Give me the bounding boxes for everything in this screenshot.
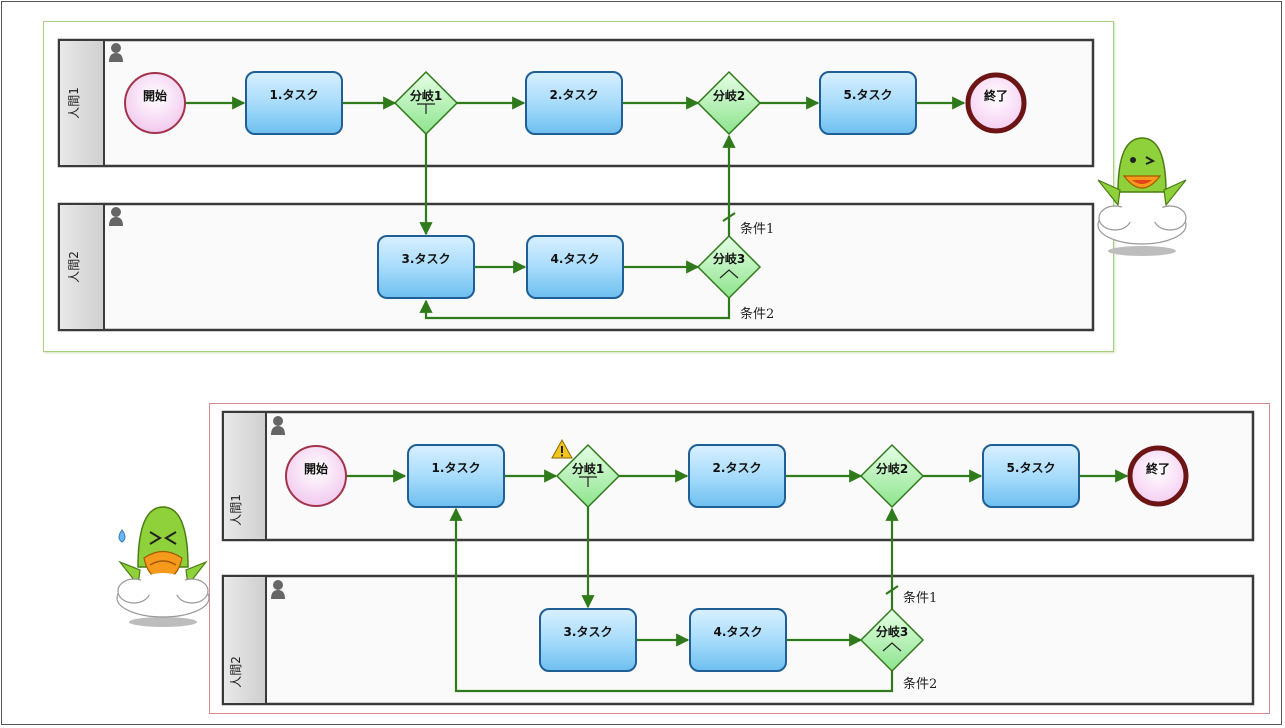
sequence-flows xyxy=(186,96,966,320)
task-1[interactable]: 1.タスク xyxy=(407,444,505,508)
task-5[interactable]: 5.タスク xyxy=(819,71,917,135)
task-label: 1.タスク xyxy=(270,88,319,102)
end-event[interactable]: 終了 xyxy=(965,72,1027,134)
gateway-label: 分岐3 xyxy=(713,251,745,266)
task-label: 4.タスク xyxy=(551,252,600,266)
lane-label: 人間1 xyxy=(229,494,243,526)
top-diagram: 人間1 人間2 開始 xyxy=(57,38,1095,332)
task-2[interactable]: 2.タスク xyxy=(525,71,623,135)
bottom-diagram: 人間1 人間2 開始 終了 xyxy=(221,410,1255,706)
task-4[interactable]: 4.タスク xyxy=(526,235,624,299)
task-label: 1.タスク xyxy=(432,461,481,475)
task-5[interactable]: 5.タスク xyxy=(982,444,1080,508)
task-label: 3.タスク xyxy=(564,625,613,639)
condition-label: 条件2 xyxy=(740,306,774,322)
gateway-2[interactable]: 分岐2 xyxy=(696,70,762,136)
task-4[interactable]: 4.タスク xyxy=(689,608,787,672)
start-label: 開始 xyxy=(143,88,167,103)
end-label: 終了 xyxy=(984,88,1008,103)
start-label: 開始 xyxy=(304,461,328,476)
warning-icon xyxy=(551,438,573,459)
sequence-flows xyxy=(347,469,1129,693)
gateway-2[interactable]: 分岐2 xyxy=(859,443,925,509)
gateway-label: 分岐2 xyxy=(713,88,745,103)
gateway-3[interactable]: 分岐3 xyxy=(859,607,925,673)
task-2[interactable]: 2.タスク xyxy=(688,444,786,508)
condition-label: 条件1 xyxy=(903,590,937,606)
gateway-1[interactable]: 分岐1 xyxy=(393,70,459,136)
mascot-sad xyxy=(116,506,210,627)
mascot-happy xyxy=(1097,137,1187,256)
condition-label: 条件1 xyxy=(740,221,774,237)
start-event[interactable]: 開始 xyxy=(285,445,347,507)
task-label: 5.タスク xyxy=(844,88,893,102)
condition-label: 条件2 xyxy=(903,676,937,692)
gateway-label: 分岐1 xyxy=(410,88,442,103)
lane-label: 人間2 xyxy=(229,656,243,688)
gateway-1[interactable]: 分岐1 xyxy=(555,443,621,509)
gateway-label: 分岐1 xyxy=(572,461,604,476)
task-3[interactable]: 3.タスク xyxy=(377,235,475,299)
lane-label: 人間2 xyxy=(67,251,81,283)
task-label: 4.タスク xyxy=(714,625,763,639)
start-event[interactable]: 開始 xyxy=(124,72,186,134)
task-label: 5.タスク xyxy=(1007,461,1056,475)
gateway-label: 分岐3 xyxy=(876,624,908,639)
task-3[interactable]: 3.タスク xyxy=(539,608,637,672)
task-label: 2.タスク xyxy=(713,461,762,475)
gateway-label: 分岐2 xyxy=(876,461,908,476)
lane-label: 人間1 xyxy=(67,87,81,119)
task-label: 2.タスク xyxy=(550,88,599,102)
bottom-diagram-panel xyxy=(209,403,1270,714)
task-label: 3.タスク xyxy=(402,252,451,266)
end-event[interactable]: 終了 xyxy=(1127,445,1189,507)
gateway-3[interactable]: 分岐3 xyxy=(696,234,762,300)
task-1[interactable]: 1.タスク xyxy=(245,71,343,135)
end-label: 終了 xyxy=(1146,461,1170,476)
